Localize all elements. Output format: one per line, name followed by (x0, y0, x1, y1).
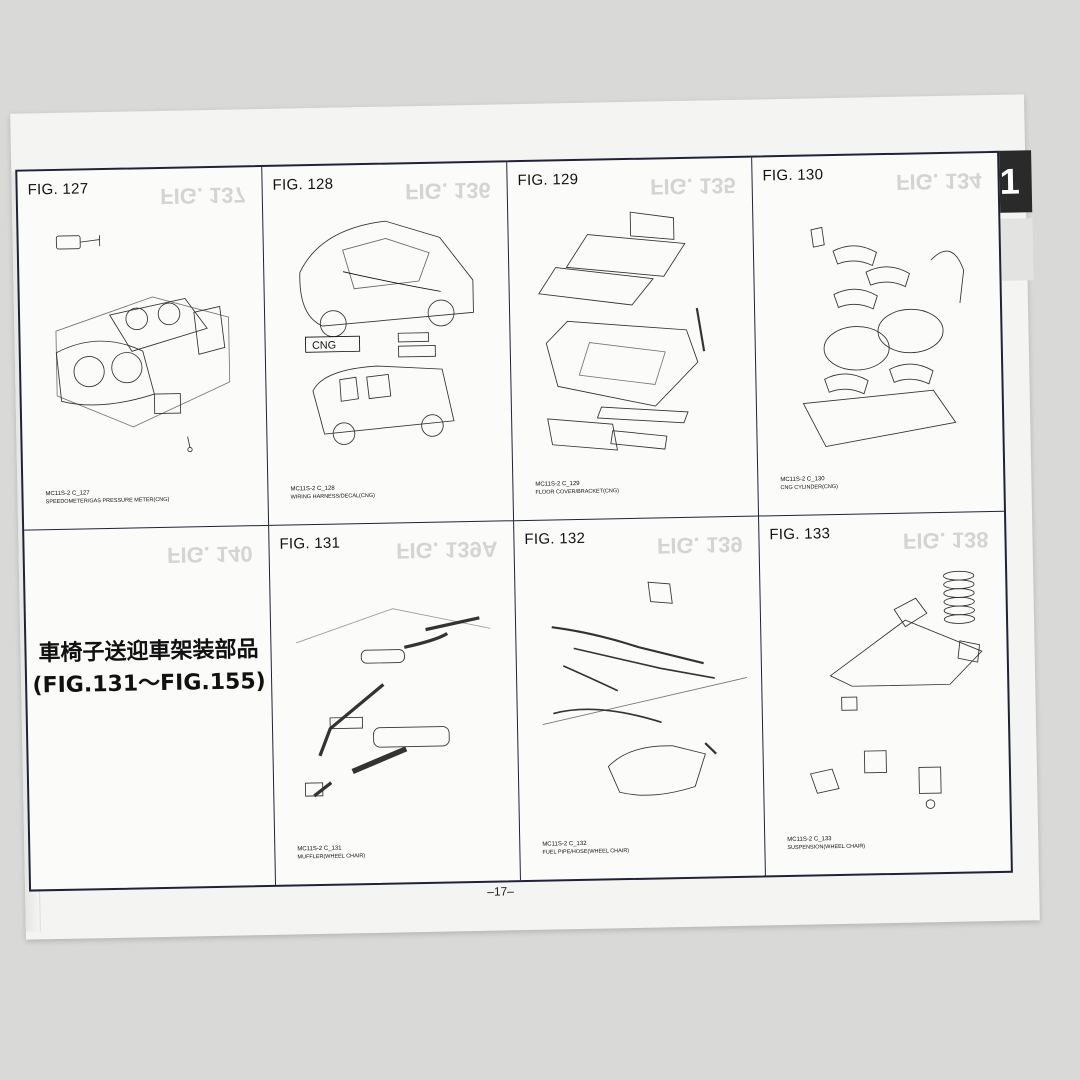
figure-drawing-fuel-pipe (529, 553, 750, 828)
figure-code: MC11S-2 C_129 (535, 480, 580, 488)
figure-cell-132: FIG. 139 FIG. 132 MC11S-2 C_132 FUEL PIP… (514, 516, 766, 881)
manual-page: 1 FIG. 137 FIG. 127 MC (10, 94, 1040, 940)
figure-cell-129: FIG. 135 FIG. 129 MC11S-2 C_129 FLOOR CO… (507, 157, 760, 522)
figure-title: FIG. 130 (762, 166, 824, 185)
figure-caption: CNG CYLINDER(CNG) (780, 483, 838, 492)
figure-title: FIG. 129 (517, 170, 579, 190)
figure-drawing-wiring-harness: CNG (277, 199, 498, 473)
page-number: –17– (487, 884, 515, 899)
figure-title: FIG. 133 (769, 525, 831, 544)
figure-drawing-muffler (284, 557, 505, 832)
figure-code: MC11S-2 C_128 (290, 485, 335, 493)
figure-caption: SPEEDOMETER/GAS PRESSURE METER(CNG) (45, 496, 170, 506)
figure-title: FIG. 127 (27, 180, 89, 199)
figure-code: MC11S-2 C_131 (297, 845, 342, 853)
figure-grid: FIG. 137 FIG. 127 MC11S-2 C_127 SPEEDOME (15, 150, 1013, 892)
ghost-title: FIG. 140 (166, 541, 253, 568)
figure-caption: MUFFLER(WHEEL CHAIR) (297, 853, 366, 861)
figure-caption: SUSPENSION(WHEEL CHAIR) (787, 843, 866, 852)
cng-decal-text: CNG (312, 339, 336, 351)
note-line-2: (FIG.131～FIG.155) (32, 668, 266, 699)
note-cell: FIG. 140 車椅子送迎車架装部品 (FIG.131～FIG.155) (24, 525, 277, 890)
wheelchair-parts-note: 車椅子送迎車架装部品 (FIG.131～FIG.155) (26, 634, 271, 702)
figure-title: FIG. 132 (524, 529, 586, 549)
figure-cell-130: FIG. 134 FIG. 130 MC11S-2 C_130 CNG CYLI… (752, 152, 1004, 517)
figure-cell-131: FIG. 139A FIG. 131 MC11S-2 C_131 MUFFLER (269, 521, 521, 885)
figure-title: FIG. 131 (279, 534, 341, 553)
figure-code: MC11S-2 C_127 (45, 490, 90, 498)
note-line-1: 車椅子送迎車架装部品 (38, 637, 259, 667)
figure-title: FIG. 128 (272, 175, 334, 194)
figure-caption: FUEL PIPE/HOSE(WHEEL CHAIR) (542, 848, 630, 856)
figure-caption: WIRING HARNESS/DECAL(CNG) (290, 492, 375, 501)
figure-caption: FLOOR COVER/BRACKET(CNG) (535, 488, 620, 496)
figure-drawing-floor-cover (522, 194, 743, 468)
figure-drawing-suspension (774, 548, 996, 823)
figure-code: MC11S-2 C_130 (780, 476, 825, 484)
figure-drawing-speedometer (32, 203, 253, 477)
figure-cell-133: FIG. 138 FIG. 133 MC11S-2 C_133 (759, 512, 1011, 876)
figure-cell-127: FIG. 137 FIG. 127 MC11S-2 C_127 SPEEDOME (17, 166, 270, 531)
figure-code: MC11S-2 C_133 (787, 836, 832, 844)
figure-cell-128: FIG. 136 FIG. 128 CNG MC11S-2 C_128 WIRI… (262, 162, 515, 526)
figure-drawing-cng-cylinder (767, 189, 989, 463)
figure-code: MC11S-2 C_132 (542, 840, 587, 848)
